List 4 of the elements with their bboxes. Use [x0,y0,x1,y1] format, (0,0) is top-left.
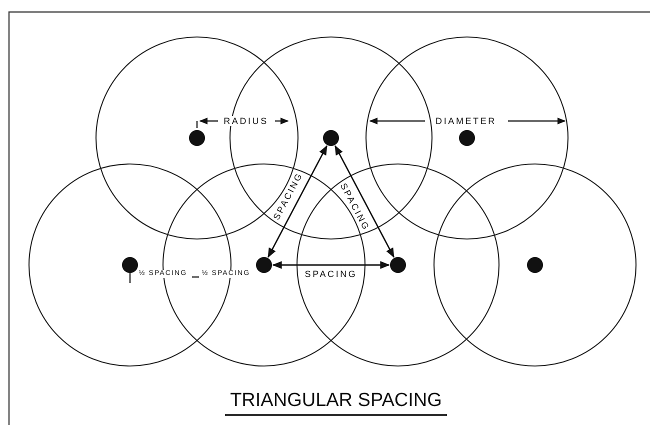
spacing-arrow [272,261,390,269]
diagram-title: TRIANGULAR SPACING [225,390,447,416]
spacing-arrow [268,145,328,258]
spacing-arrow [334,145,394,258]
